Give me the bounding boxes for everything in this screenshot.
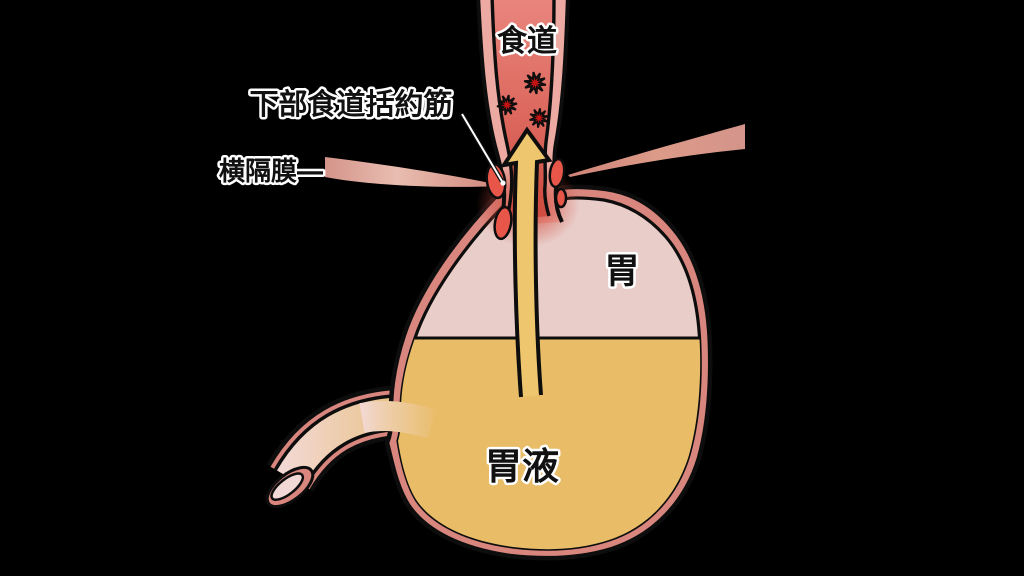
gastric-juice-label: 胃液 <box>485 445 559 488</box>
les-label: 下部食道括約筋 <box>249 87 452 121</box>
esophagus-label: 食道 <box>497 24 557 59</box>
pylorus-opening-blend <box>359 401 437 439</box>
pointer-end-dot <box>500 180 506 186</box>
gastric-juice-fill <box>398 338 701 550</box>
diaphragm-band-right <box>568 124 745 177</box>
diaphragm-band-left <box>325 157 504 187</box>
reflux-up-arrow-icon <box>499 126 553 398</box>
gastric-juice-pool <box>398 336 701 550</box>
sphincter-inflamed-bumps <box>485 157 568 241</box>
duodenum-open-end <box>265 465 315 509</box>
label-pointer-line <box>460 112 506 186</box>
diaphragm-label: 横隔膜― <box>219 157 323 187</box>
stomach-label: 胃 <box>604 252 639 292</box>
